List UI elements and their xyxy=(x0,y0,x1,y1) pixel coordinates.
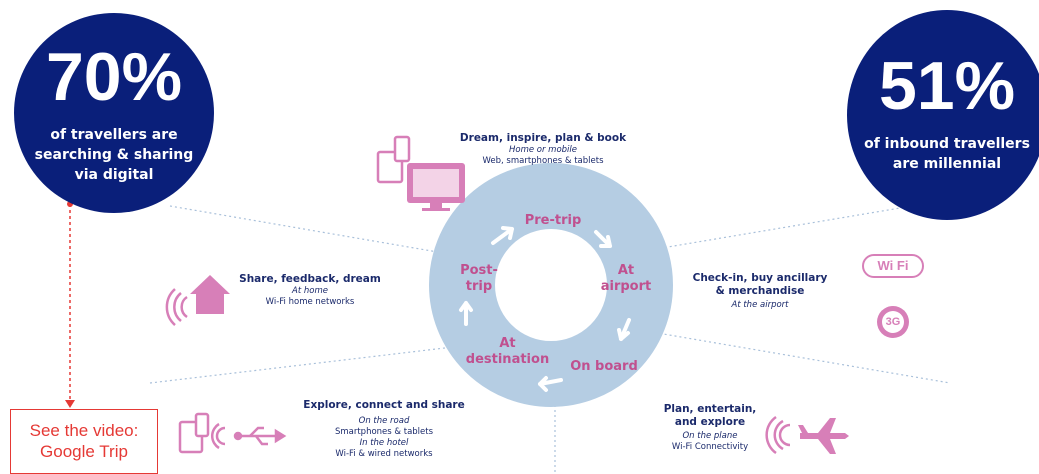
travellers-stat-value: 70% xyxy=(45,39,183,115)
left-stage-title: Share, feedback, dream xyxy=(239,273,381,285)
travellers-stat-line2: searching & sharing xyxy=(34,147,194,163)
bottom-left-stage-subtitle2: In the hotel xyxy=(359,438,409,448)
stage-at-airport: At airport xyxy=(596,263,656,295)
connector-line-bottom-left xyxy=(149,344,471,384)
top-stage-title: Dream, inspire, plan & book xyxy=(459,132,627,144)
bottom-left-stage-body2: Wi-Fi & wired networks xyxy=(335,449,433,459)
bottom-left-stage-title: Explore, connect and share xyxy=(303,399,465,411)
connector-line-top-right xyxy=(649,207,901,251)
three-g-text: 3G xyxy=(885,316,901,328)
travellers-stat-line1: of travellers are xyxy=(50,127,178,143)
millennial-stat-line2: are millennial xyxy=(892,156,1002,172)
connector-lines xyxy=(149,205,951,474)
video-link-line2[interactable]: Google Trip xyxy=(40,442,128,461)
video-link-box[interactable]: See the video: Google Trip xyxy=(10,409,158,474)
right-stage-title-line1: Check-in, buy ancillary xyxy=(692,272,828,284)
phone-icon xyxy=(376,135,411,184)
bottom-right-stage-body: Wi-Fi Connectivity xyxy=(671,442,749,452)
stage-at-destination: At destination xyxy=(460,336,555,368)
millennial-stat-value: 51% xyxy=(878,48,1016,124)
stage-at-airport-line2: airport xyxy=(600,279,652,294)
arrow-destination-to-post xyxy=(459,301,473,326)
home-wifi-icon xyxy=(165,275,230,326)
arrow-board-to-destination xyxy=(538,376,563,392)
stage-pre-trip: Pre-trip xyxy=(524,213,582,228)
right-stage-title-line2: & merchandise xyxy=(715,285,805,297)
bottom-right-stage-title-line2: and explore xyxy=(674,416,746,428)
left-stage-description: Share, feedback, dream At home Wi-Fi hom… xyxy=(235,273,385,308)
video-pointer-arrow xyxy=(65,201,75,408)
wifi-badge-icon: Wi Fi xyxy=(862,254,924,278)
top-stage-subtitle: Home or mobile xyxy=(508,145,578,155)
wifi-badge-text: Wi Fi xyxy=(877,258,909,273)
arrow-airport-to-board xyxy=(617,318,631,341)
phone-usb-icon xyxy=(178,412,287,454)
millennial-stat-circle: 51% of inbound travellers are millennial xyxy=(847,10,1039,220)
ring-arrows xyxy=(459,226,631,392)
connector-line-top-left xyxy=(169,205,456,256)
arrow-pre-to-airport xyxy=(594,230,612,248)
right-stage-subtitle: At the airport xyxy=(731,300,789,310)
bottom-right-stage-subtitle: On the plane xyxy=(682,431,738,441)
left-stage-subtitle: At home xyxy=(292,286,328,296)
bottom-right-stage-title-line1: Plan, entertain, xyxy=(663,403,757,415)
travellers-stat-circle: 70% of travellers are searching & sharin… xyxy=(14,13,214,213)
stage-at-airport-line1: At xyxy=(617,263,635,278)
right-stage-description: Check-in, buy ancillary & merchandise At… xyxy=(690,272,830,311)
millennial-stat-line1: of inbound travellers xyxy=(864,136,1030,152)
three-g-icon xyxy=(877,306,909,338)
travellers-stat-line3: via digital xyxy=(74,167,154,183)
bottom-left-stage-body1: Smartphones & tablets xyxy=(334,427,434,437)
stage-on-board: On board xyxy=(570,359,638,374)
video-link-line1[interactable]: See the video: xyxy=(29,421,139,440)
bottom-left-stage-subtitle1: On the road xyxy=(358,416,410,426)
journey-ring xyxy=(429,163,673,407)
bottom-left-stage-description: Explore, connect and share On the road S… xyxy=(284,399,484,460)
bottom-right-stage-description: Plan, entertain, and explore On the plan… xyxy=(650,403,770,453)
arrow-post-to-pre xyxy=(491,226,514,245)
airplane-wifi-icon xyxy=(765,415,849,455)
top-stage-body: Web, smartphones & tablets xyxy=(482,156,604,166)
connector-line-bottom-right xyxy=(639,329,951,384)
stage-post-trip: Post-trip xyxy=(460,263,498,294)
top-stage-description: Dream, inspire, plan & book Home or mobi… xyxy=(448,132,638,167)
left-stage-body: Wi-Fi home networks xyxy=(265,297,355,307)
stage-at-destination-line2: destination xyxy=(465,352,550,367)
stage-at-destination-line1: At xyxy=(499,336,516,351)
monitor-icon xyxy=(407,163,465,211)
